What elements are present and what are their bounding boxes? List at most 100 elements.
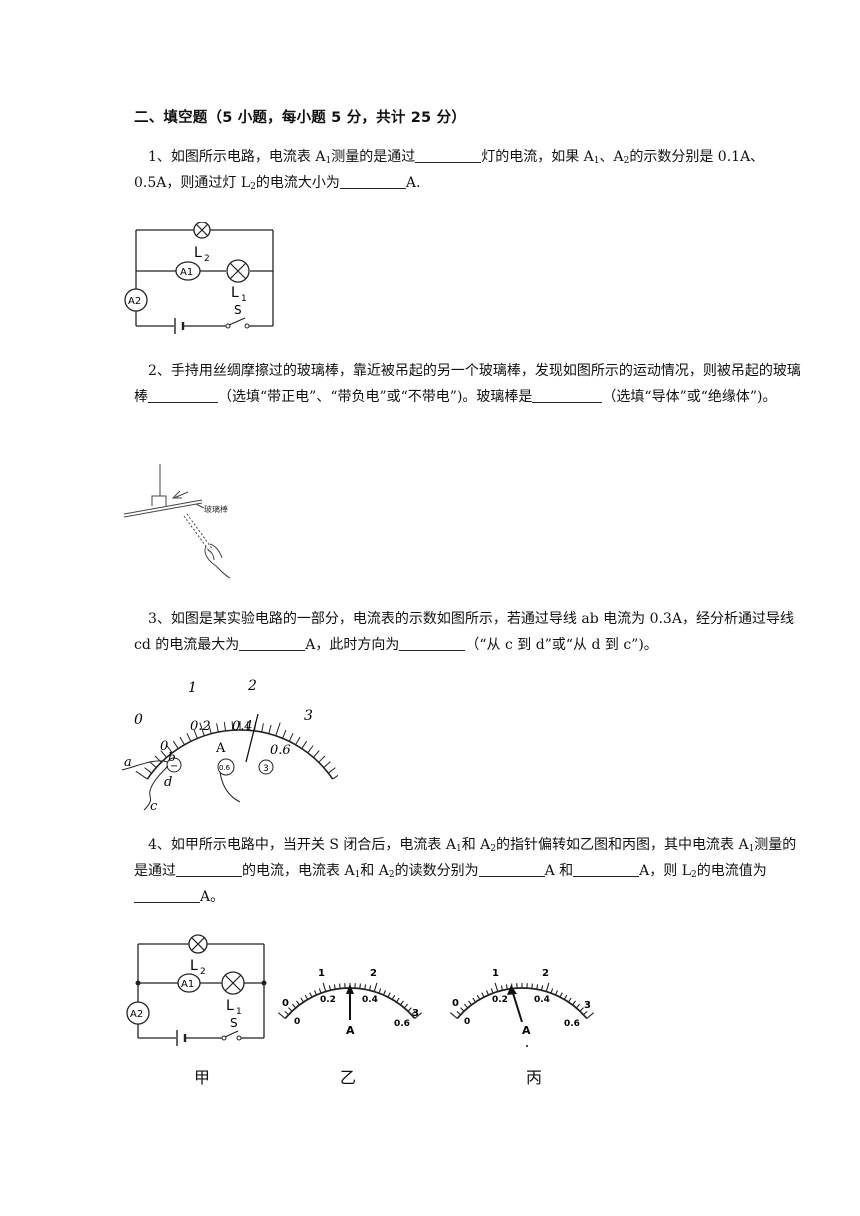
meter-tick (333, 984, 336, 990)
answer-blank[interactable] (478, 860, 545, 877)
meter-tick (485, 990, 489, 996)
meter-tick (179, 736, 185, 746)
svg-text:S: S (234, 303, 242, 317)
svg-text:0: 0 (294, 1017, 300, 1027)
svg-text:2: 2 (204, 254, 210, 264)
meter-tick (586, 1012, 595, 1019)
circuit-figure-1: L 2 A1 L 1 A2 (118, 222, 288, 342)
svg-text:3: 3 (412, 1008, 419, 1019)
svg-text:0.2: 0.2 (320, 995, 336, 1005)
answer-blank[interactable] (239, 634, 306, 651)
circuit-figure-jia: L 2 A1 L 1 A2 (126, 930, 276, 1048)
svg-text:L: L (231, 285, 239, 301)
meter-tick (295, 736, 301, 746)
answer-blank[interactable] (148, 386, 218, 403)
terminal-icon (258, 759, 274, 775)
meter-tick (208, 724, 212, 734)
svg-text:a: a (124, 755, 132, 770)
meter-tick (288, 733, 294, 742)
meter-tick (456, 1010, 461, 1016)
meter-tick (166, 745, 173, 754)
meter-tick (359, 983, 361, 989)
svg-text:3: 3 (584, 1000, 591, 1011)
meter-tick (304, 994, 309, 1000)
switch-icon (221, 1030, 242, 1041)
meter-tick (307, 745, 314, 754)
terminal-icon (166, 757, 182, 773)
svg-text:d: d (164, 775, 172, 790)
lamp-icon (193, 222, 211, 239)
svg-text:1: 1 (188, 680, 197, 696)
svg-text:2: 2 (370, 968, 377, 979)
svg-text:A2: A2 (130, 1009, 143, 1020)
answer-blank[interactable] (399, 634, 466, 651)
meter-tick (328, 767, 336, 774)
svg-text:0: 0 (464, 1017, 470, 1027)
svg-text:1: 1 (492, 968, 499, 979)
meter-tick (468, 1000, 472, 1006)
svg-text:3: 3 (304, 708, 313, 724)
answer-blank[interactable] (134, 886, 200, 903)
svg-text:A: A (215, 741, 226, 756)
meter-tick (199, 722, 205, 737)
meter-tick (364, 984, 367, 990)
meter-tick (216, 723, 219, 733)
question-4: 4、如甲所示电路中，当开关 S 闭合后，电流表 A1和 A2的指针偏转如乙图和丙… (134, 837, 797, 905)
meter-tick (296, 1000, 300, 1006)
meter-tick (193, 729, 198, 739)
glass-rod-figure: 玻璃棒 (118, 462, 248, 582)
meter-tick (555, 990, 559, 996)
answer-blank[interactable] (573, 860, 640, 877)
answer-blank[interactable] (532, 386, 603, 403)
ammeter-icon: A1 (175, 261, 201, 281)
meter-tick (481, 992, 485, 998)
switch-icon (225, 317, 250, 329)
svg-text:b: b (168, 750, 176, 764)
svg-text:2: 2 (542, 968, 549, 979)
meter-tick (476, 994, 481, 1000)
meter-tick (339, 983, 341, 989)
svg-text:0.4: 0.4 (362, 995, 378, 1005)
svg-text:1: 1 (241, 294, 247, 304)
meter-tick (144, 767, 152, 774)
meter-tick (328, 985, 332, 991)
svg-text:2: 2 (200, 967, 206, 977)
meter-tick (540, 985, 544, 991)
svg-text:A1: A1 (181, 979, 194, 990)
meter-scale (135, 721, 338, 780)
svg-text:L: L (194, 245, 202, 261)
svg-text:0.6: 0.6 (564, 1019, 580, 1029)
svg-text:A1: A1 (180, 267, 193, 278)
meter-tick (531, 983, 533, 989)
meter-tick (449, 1012, 458, 1019)
meter-tick (536, 984, 539, 990)
lamp-icon (226, 259, 250, 283)
answer-blank[interactable] (176, 860, 242, 877)
meter-tick (387, 992, 391, 998)
answer-blank[interactable] (339, 172, 406, 189)
svg-text:A2: A2 (128, 296, 141, 307)
meter-tick (383, 990, 387, 996)
meter-tick (301, 740, 308, 749)
meter-tick (579, 1007, 584, 1012)
svg-text:c: c (150, 799, 158, 814)
meter-tick (494, 982, 499, 992)
svg-text:−: − (170, 761, 178, 772)
svg-text:0.6: 0.6 (219, 764, 231, 772)
meter-tick (396, 997, 400, 1003)
answer-blank[interactable] (415, 146, 482, 163)
meter-tick (277, 1012, 286, 1019)
caption-jia: 甲 (194, 1068, 211, 1087)
meter-arc (146, 729, 334, 780)
meter-tick (545, 982, 550, 992)
meter-tick (505, 984, 508, 990)
meter-tick (572, 1000, 576, 1006)
meter-tick (172, 740, 179, 749)
meter-tick (318, 755, 326, 763)
caption-bing: 丙 (526, 1068, 543, 1087)
meter-tick (186, 733, 192, 742)
meter-tick (323, 761, 331, 768)
battery-icon (176, 1030, 187, 1046)
meter-tick (460, 1007, 465, 1012)
meter-tick (160, 750, 168, 758)
